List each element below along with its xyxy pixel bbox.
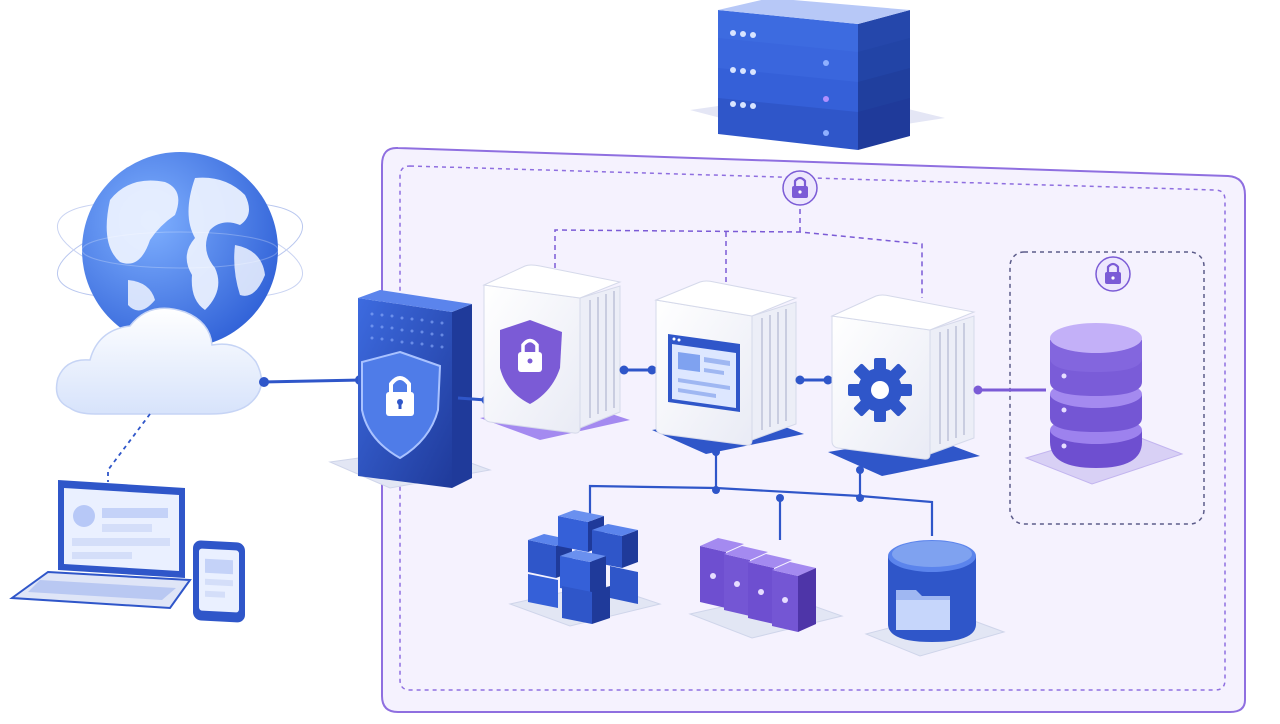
cloud (55, 307, 263, 415)
web-to-app-link (795, 375, 833, 385)
vpc-lock (782, 170, 818, 206)
internet-globe (56, 152, 304, 348)
app-to-database-link (973, 385, 1046, 395)
firewall (328, 290, 492, 489)
shield-lock-icon (361, 350, 442, 460)
web-server (652, 280, 804, 454)
storage-array (688, 538, 844, 639)
gear-icon (848, 358, 912, 422)
rack-server (690, 0, 945, 150)
db-lock (1095, 256, 1131, 292)
client-phone (193, 540, 245, 623)
folder-icon (896, 590, 950, 630)
cloud-to-firewall-link (259, 375, 365, 387)
browser-window-icon (668, 334, 740, 412)
database (1024, 323, 1184, 485)
cloud-to-client-link (107, 413, 151, 482)
app-server (828, 294, 980, 476)
security-server (480, 264, 630, 440)
storage-connector-tree (588, 452, 934, 540)
file-storage (864, 540, 1006, 657)
shield-lock-icon (500, 320, 562, 404)
container-blocks (508, 510, 662, 627)
vpc-dashed-links (554, 200, 923, 298)
connector-junctions (712, 448, 864, 502)
database-secure-zone (1009, 251, 1205, 525)
client-laptop (9, 480, 192, 610)
security-to-web-link (619, 365, 657, 375)
